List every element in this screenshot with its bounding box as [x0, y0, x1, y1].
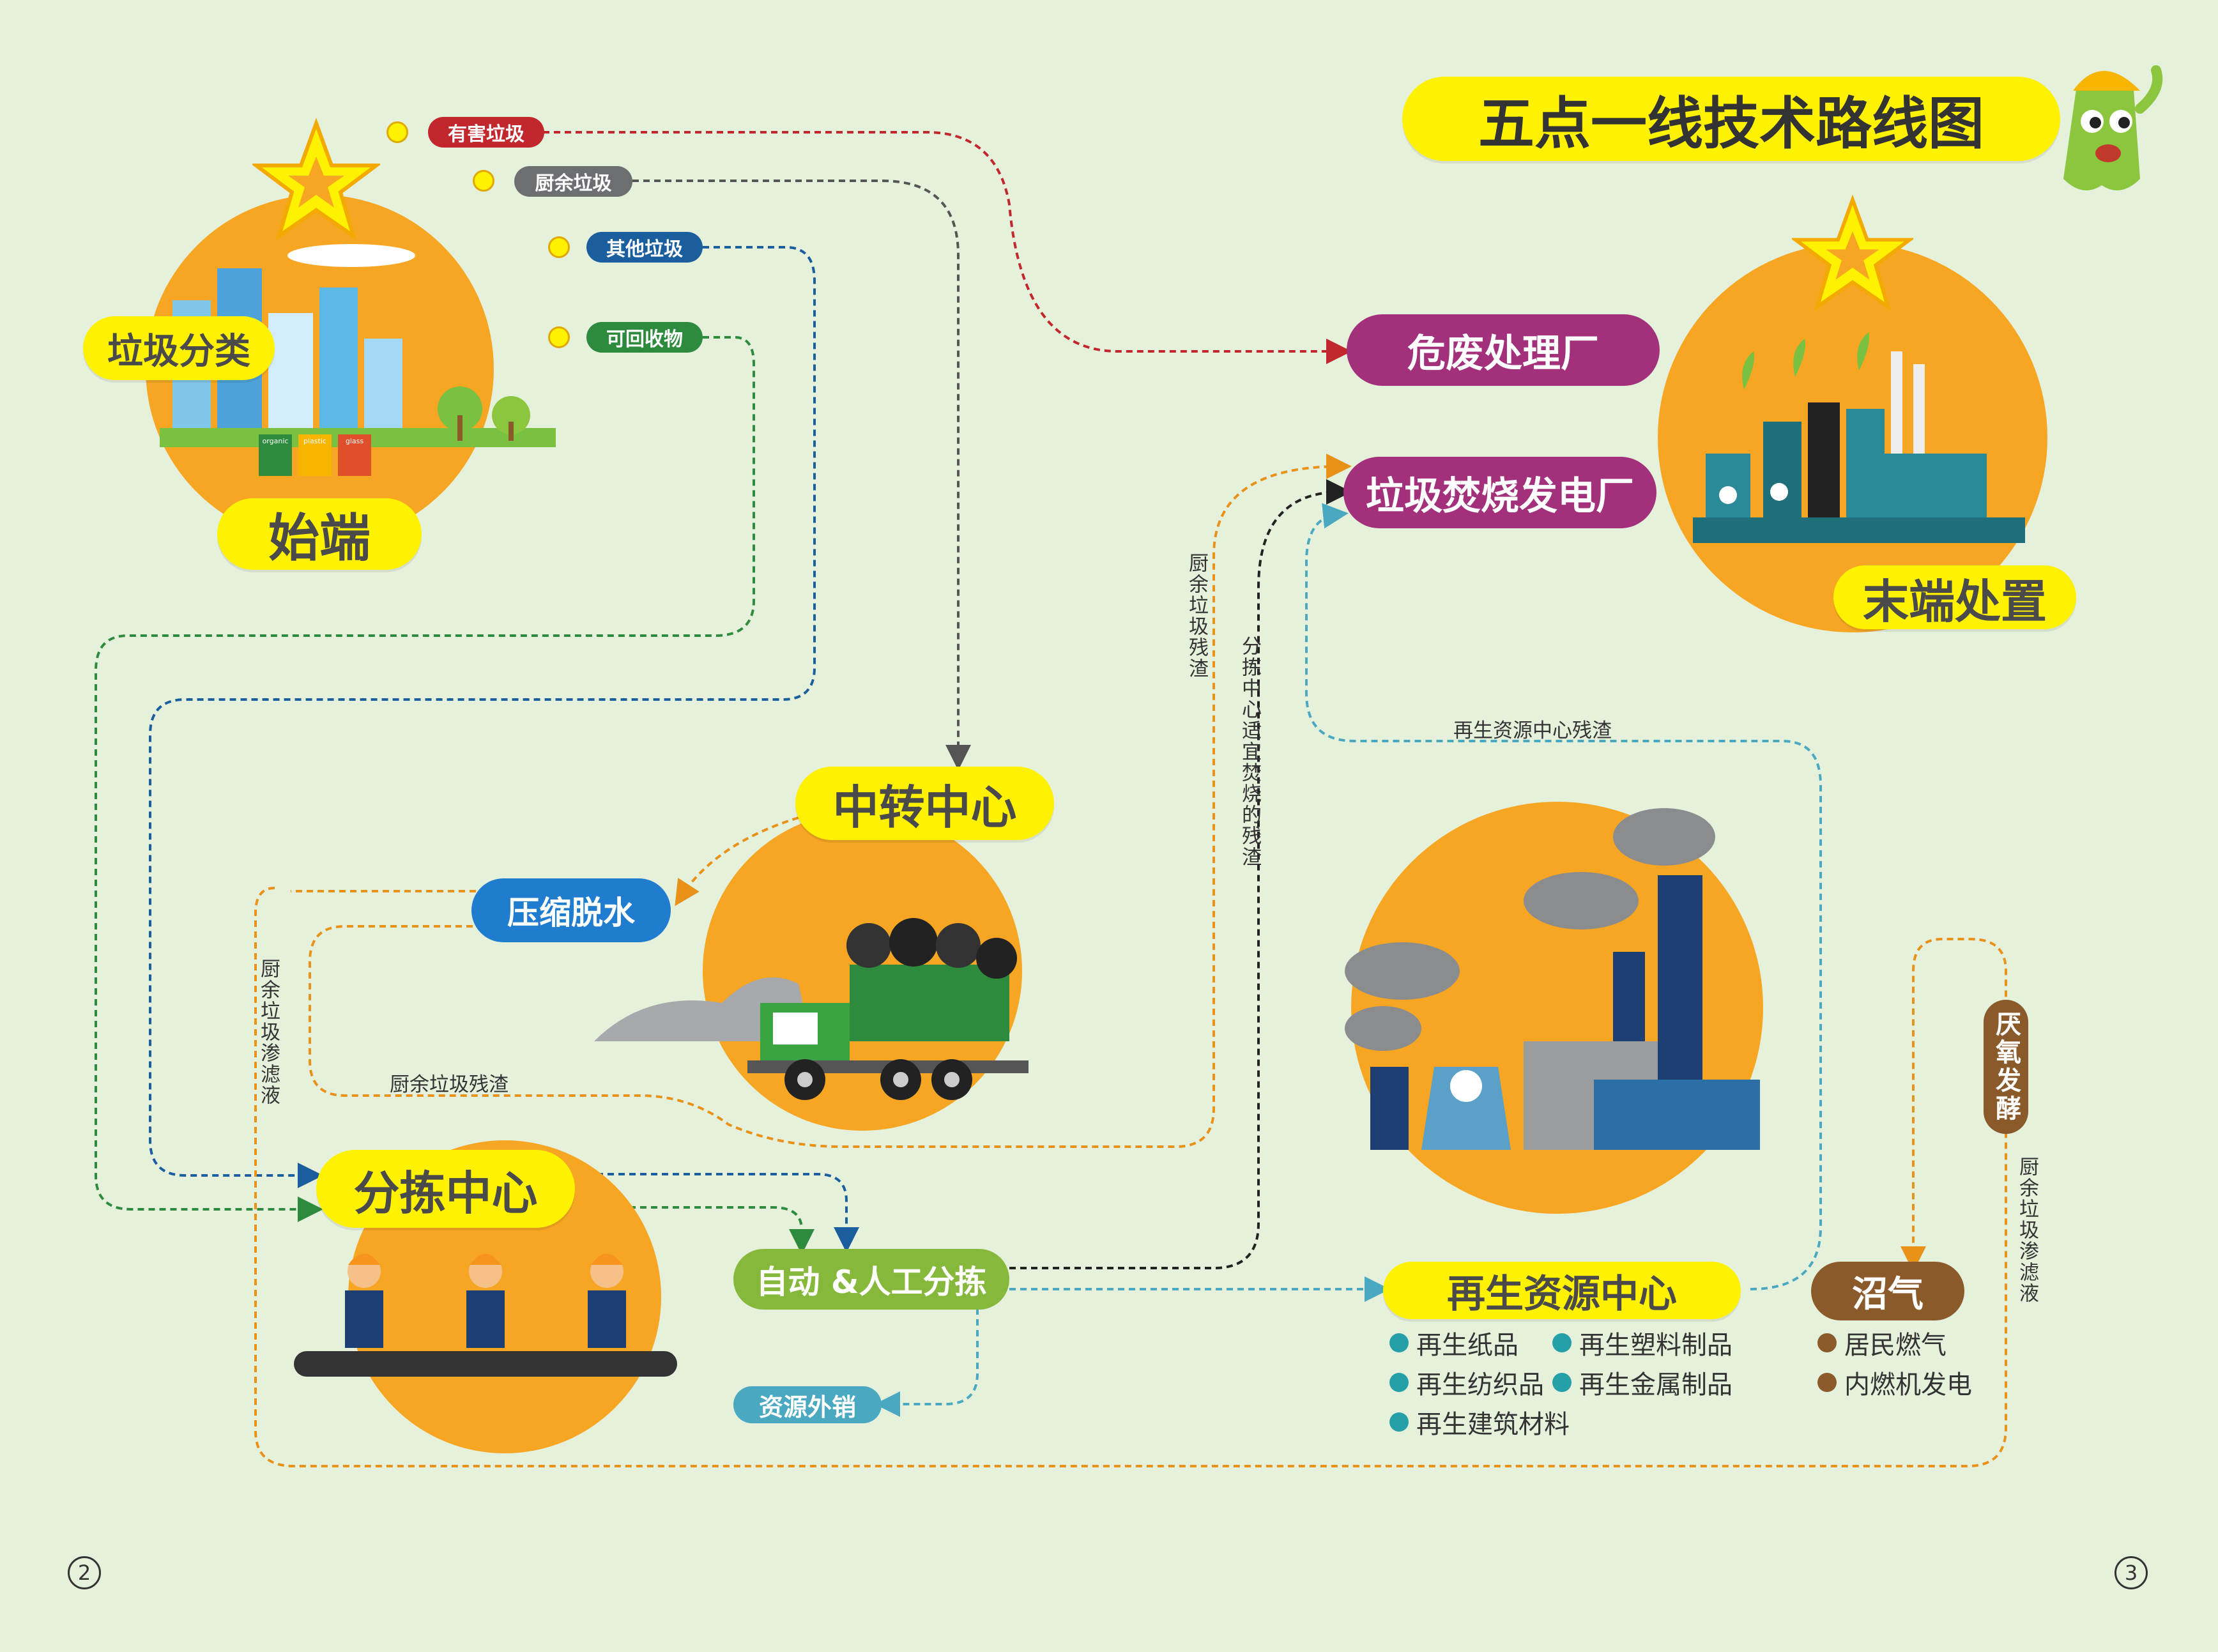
- sort-center-label: 分拣中心: [316, 1150, 575, 1228]
- other-flow: [149, 246, 816, 1188]
- hazard-flow: [543, 131, 1352, 364]
- biogas-use: 内燃机发电: [1817, 1364, 1972, 1401]
- waste-type-other: 其他垃圾: [586, 232, 703, 263]
- factory-icon: [1693, 332, 2025, 543]
- recycle-product: 再生塑料制品: [1552, 1324, 1732, 1361]
- recycle-residue-flow: [1305, 503, 1822, 1290]
- recycle-residue-label: 再生资源中心残渣: [1453, 719, 1612, 742]
- recyclable-flow: [95, 336, 755, 1222]
- bin-label: glass: [346, 437, 364, 445]
- leachate-loop-flow: [254, 887, 2007, 1467]
- bin-label: organic: [263, 437, 289, 445]
- page-number-left: 2: [68, 1556, 101, 1589]
- recycle-product: 再生金属制品: [1552, 1364, 1732, 1401]
- sort-to-auto-flow-2: [575, 1206, 815, 1255]
- transfer-to-compress-flow: [675, 816, 799, 906]
- waste-type-dot: [548, 236, 570, 258]
- auto-to-incinerator-flow: [1009, 479, 1352, 1269]
- recycle-product: 再生纺织品: [1389, 1364, 1544, 1401]
- kitchen-residue-horizontal-label: 厨余垃圾残渣: [390, 1073, 509, 1096]
- star-icon: [1792, 195, 1913, 311]
- garbage-sorting-label: 垃圾分类: [83, 316, 275, 380]
- leachate-left-label: 厨余垃圾渗滤液: [257, 958, 280, 1106]
- garbage-truck-icon: [594, 918, 1029, 1100]
- kitchen-residue-vertical-label: 厨余垃圾残渣: [1185, 553, 1208, 679]
- waste-type-hazardous: 有害垃圾: [428, 117, 544, 148]
- kitchen-flow: [632, 180, 971, 770]
- recycle-product: 再生建筑材料: [1389, 1403, 1570, 1441]
- auto-to-sale-flow: [875, 1308, 979, 1417]
- workers-conveyor-icon: [294, 1253, 677, 1377]
- page-title: 五点一线技术路线图: [1402, 77, 2060, 161]
- page-number-right: 3: [2115, 1556, 2148, 1589]
- start-label: 始端: [217, 498, 422, 570]
- end-label: 末端处置: [1833, 565, 2076, 629]
- star-icon: [252, 118, 380, 241]
- kitchen-residue-flow: [309, 454, 1352, 1148]
- sort-residue-vertical-label: 分拣中心适宜焚烧的残渣: [1238, 636, 1261, 868]
- biogas-use: 居民燃气: [1817, 1324, 1946, 1361]
- incineration-power-plant: 垃圾焚烧发电厂: [1343, 457, 1656, 528]
- recycle-center-label: 再生资源中心: [1383, 1262, 1741, 1319]
- transfer-center-label: 中转中心: [795, 767, 1054, 840]
- power-plant-icon: [1345, 808, 1760, 1150]
- waste-type-dot: [473, 170, 494, 192]
- waste-type-dot: [386, 121, 408, 143]
- hazardous-waste-plant: 危废处理厂: [1347, 314, 1660, 386]
- resource-sale-label: 资源外销: [733, 1386, 882, 1423]
- biogas-label: 沼气: [1811, 1262, 1964, 1320]
- mascot-icon: [2063, 65, 2163, 190]
- anaerobic-fermentation-label: 厌氧发酵: [1984, 1000, 2028, 1134]
- auto-manual-sort-label: 自动 &人工分拣: [733, 1249, 1009, 1310]
- waste-type-kitchen: 厨余垃圾: [514, 166, 632, 197]
- leachate-right-label: 厨余垃圾渗滤液: [2015, 1156, 2038, 1304]
- recycle-product: 再生纸品: [1389, 1324, 1518, 1361]
- waste-type-recyclable: 可回收物: [586, 322, 703, 353]
- compress-dewater-label: 压缩脱水: [471, 878, 671, 942]
- bin-label: plastic: [303, 437, 326, 445]
- sort-to-auto-flow: [575, 1173, 859, 1253]
- waste-type-dot: [548, 326, 570, 348]
